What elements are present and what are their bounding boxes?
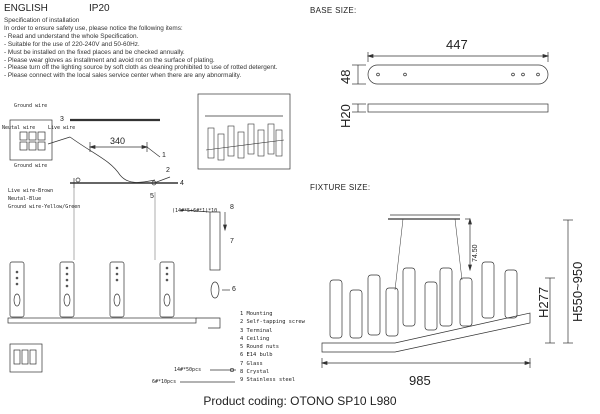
fixture-drop: H550~950 (570, 261, 585, 322)
callout-3: 3 (60, 116, 64, 123)
callout-2: 2 (166, 167, 170, 174)
stainless-note: 6#*10pcs (152, 379, 177, 385)
base-height: 48 (338, 69, 353, 84)
callout-7: 7 (230, 238, 234, 245)
part-item: 7 Glass (240, 360, 263, 367)
ground-wire-label: Ground wire (14, 103, 48, 109)
part-item: 6 E14 bulb (240, 352, 273, 359)
part-item: 5 Round nuts (240, 344, 279, 351)
screw-note: (14#*5+6#*1)*10 (172, 208, 218, 214)
legend-ground: Ground wire-Yellow/Green (8, 204, 81, 210)
fixture-front-view (7, 261, 197, 324)
callout-1: 1 (162, 152, 166, 159)
base-size-title: BASE SIZE: (310, 6, 357, 15)
base-side-view (367, 103, 549, 113)
legend-neutral: Neutal-Blue (8, 196, 42, 202)
callout-6: 6 (232, 286, 236, 293)
terminal-top (9, 119, 53, 161)
language-label: ENGLISH (4, 3, 48, 14)
fixture-thumbnail (197, 93, 291, 170)
part-item: 9 Stainless steel (240, 377, 296, 384)
cable-length: 74.50 (472, 244, 479, 262)
spec-line: - Please wear gloves as installment and … (4, 56, 215, 64)
spec-title: Specification of installation (4, 17, 80, 24)
ground-wire-label-bottom: Ground wire (14, 163, 48, 169)
small-screw-note: 14#*50pcs (174, 367, 202, 373)
spec-line: In order to ensure safety use, please no… (4, 24, 183, 32)
callout-4: 4 (180, 180, 184, 187)
part-item: 2 Self-tapping screw (240, 319, 305, 326)
part-item: 1 Mounting (240, 311, 273, 317)
part-item: 8 Crystal (240, 369, 270, 376)
neutral-wire-label: Neutal wire (2, 125, 36, 131)
part-item: 3 Terminal (240, 327, 273, 334)
callout-8: 8 (230, 204, 234, 211)
fixture-lamps (329, 261, 518, 339)
spec-line: - Must be installed on the fixed places … (4, 48, 185, 56)
base-width: 447 (446, 37, 468, 52)
spec-line: - Suitable for the use of 220-240V and 5… (4, 40, 140, 48)
glass-tube (209, 211, 221, 271)
base-top-view (367, 64, 549, 85)
fixture-size-title: FIXTURE SIZE: (310, 183, 371, 192)
spec-line: - Please turn off the lighting source by… (4, 64, 278, 72)
live-wire-label: Live wire (48, 125, 76, 131)
fixture-height: H277 (536, 286, 551, 318)
base-thickness: H20 (338, 104, 353, 128)
ip-rating: IP20 (89, 3, 110, 14)
fixture-body (321, 312, 531, 353)
spec-line: - Read and understand the whole Specific… (4, 32, 139, 40)
dim-340: 340 (110, 136, 126, 146)
bulb-icon (210, 281, 220, 299)
fixture-width: 985 (409, 373, 431, 388)
parts-list: 1 Mounting 2 Self-tapping screw 3 Termin… (240, 310, 305, 385)
spec-line: - Please connect with the local sales se… (4, 72, 242, 80)
terminal-bottom (9, 343, 43, 373)
specification-block: Specification of installation In order t… (4, 17, 277, 80)
product-coding: Product coding: OTONO SP10 L980 (203, 394, 397, 408)
callout-5: 5 (150, 193, 154, 200)
legend-live: Live wire-Brown (8, 188, 54, 194)
part-item: 4 Ceiling (240, 335, 270, 342)
